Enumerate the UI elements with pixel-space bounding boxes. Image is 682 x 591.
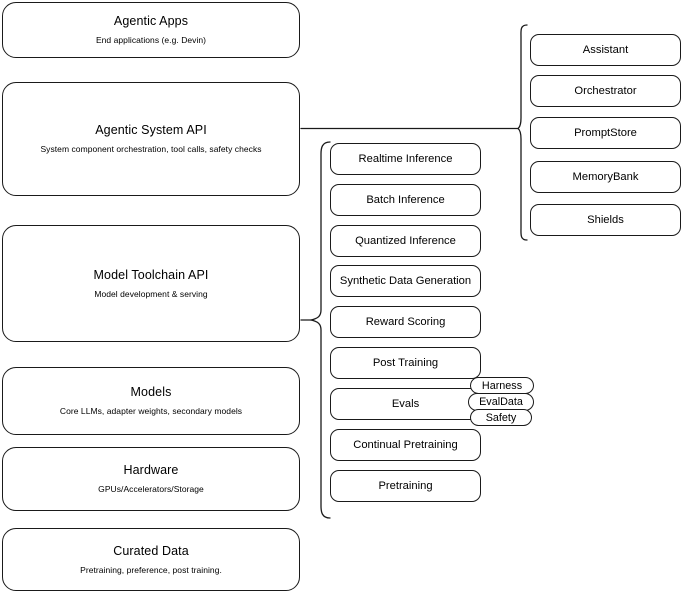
item-box-post-training[interactable]: Post Training (330, 347, 481, 379)
item-label: Evals (391, 398, 420, 410)
layer-subtitle: GPUs/Accelerators/Storage (98, 484, 204, 494)
item-box-shields[interactable]: Shields (530, 204, 681, 236)
item-box-evals[interactable]: Evals (330, 388, 481, 420)
item-box-realtime-inference[interactable]: Realtime Inference (330, 143, 481, 175)
item-label: Reward Scoring (365, 316, 446, 328)
layer-subtitle: Core LLMs, adapter weights, secondary mo… (59, 406, 243, 416)
layer-box-agentic-apps[interactable]: Agentic Apps End applications (e.g. Devi… (2, 2, 300, 58)
layer-box-hardware[interactable]: Hardware GPUs/Accelerators/Storage (2, 447, 300, 511)
layer-title: Curated Data (113, 543, 189, 558)
layer-title: Agentic System API (95, 123, 207, 138)
item-box-quantized-inference[interactable]: Quantized Inference (330, 225, 481, 257)
item-box-orchestrator[interactable]: Orchestrator (530, 75, 681, 107)
item-label: Continual Pretraining (353, 439, 458, 451)
item-label: Realtime Inference (358, 153, 453, 165)
item-box-promptstore[interactable]: PromptStore (530, 117, 681, 149)
pill-label: Harness (481, 379, 523, 392)
item-label: Orchestrator (574, 85, 637, 97)
brace-right-column (517, 24, 528, 241)
layer-title: Model Toolchain API (93, 267, 209, 282)
layer-subtitle: End applications (e.g. Devin) (95, 35, 207, 45)
item-label: MemoryBank (572, 171, 639, 183)
layer-box-agentic-system-api[interactable]: Agentic System API System component orch… (2, 82, 300, 196)
pill-label: Safety (485, 411, 517, 424)
item-box-memorybank[interactable]: MemoryBank (530, 161, 681, 193)
item-box-assistant[interactable]: Assistant (530, 34, 681, 66)
layer-subtitle: System component orchestration, tool cal… (40, 144, 262, 154)
layer-box-models[interactable]: Models Core LLMs, adapter weights, secon… (2, 367, 300, 435)
layer-box-curated-data[interactable]: Curated Data Pretraining, preference, po… (2, 528, 300, 591)
pill-safety[interactable]: Safety (470, 409, 532, 426)
layer-title: Models (130, 385, 172, 400)
item-box-batch-inference[interactable]: Batch Inference (330, 184, 481, 216)
item-box-reward-scoring[interactable]: Reward Scoring (330, 306, 481, 338)
item-label: Synthetic Data Generation (339, 275, 472, 287)
item-box-synthetic-data-generation[interactable]: Synthetic Data Generation (330, 265, 481, 297)
item-box-continual-pretraining[interactable]: Continual Pretraining (330, 429, 481, 461)
item-label: Batch Inference (366, 194, 445, 206)
item-box-pretraining[interactable]: Pretraining (330, 470, 481, 502)
pill-harness[interactable]: Harness (470, 377, 534, 394)
layer-subtitle: Pretraining, preference, post training. (80, 564, 222, 575)
item-label: PromptStore (574, 127, 637, 139)
item-label: Assistant (582, 44, 629, 56)
layer-box-model-toolchain-api[interactable]: Model Toolchain API Model development & … (2, 225, 300, 342)
layer-title: Hardware (123, 463, 179, 478)
pill-label: EvalData (479, 396, 523, 408)
item-label: Post Training (372, 357, 439, 369)
brace-middle-column (310, 141, 331, 519)
item-label: Quantized Inference (355, 235, 456, 247)
layer-title: Agentic Apps (113, 14, 189, 29)
item-label: Shields (587, 214, 624, 226)
item-label: Pretraining (378, 480, 433, 492)
layer-subtitle: Model development & serving (94, 288, 208, 299)
